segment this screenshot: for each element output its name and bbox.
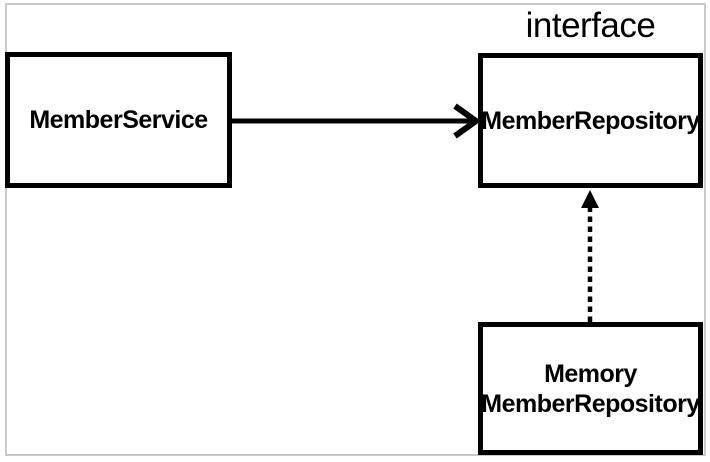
node-memory-member-repository: Memory MemberRepository [478,322,703,455]
member-service-label: MemberService [29,106,208,134]
node-member-service: MemberService [5,52,232,188]
outer-frame [5,3,706,456]
interface-stereotype-label: interface [525,6,656,45]
member-repository-label: MemberRepository [481,106,700,135]
node-member-repository: MemberRepository [478,53,703,188]
memory-label-line1: Memory [544,359,637,388]
memory-label-line2: MemberRepository [481,389,700,418]
